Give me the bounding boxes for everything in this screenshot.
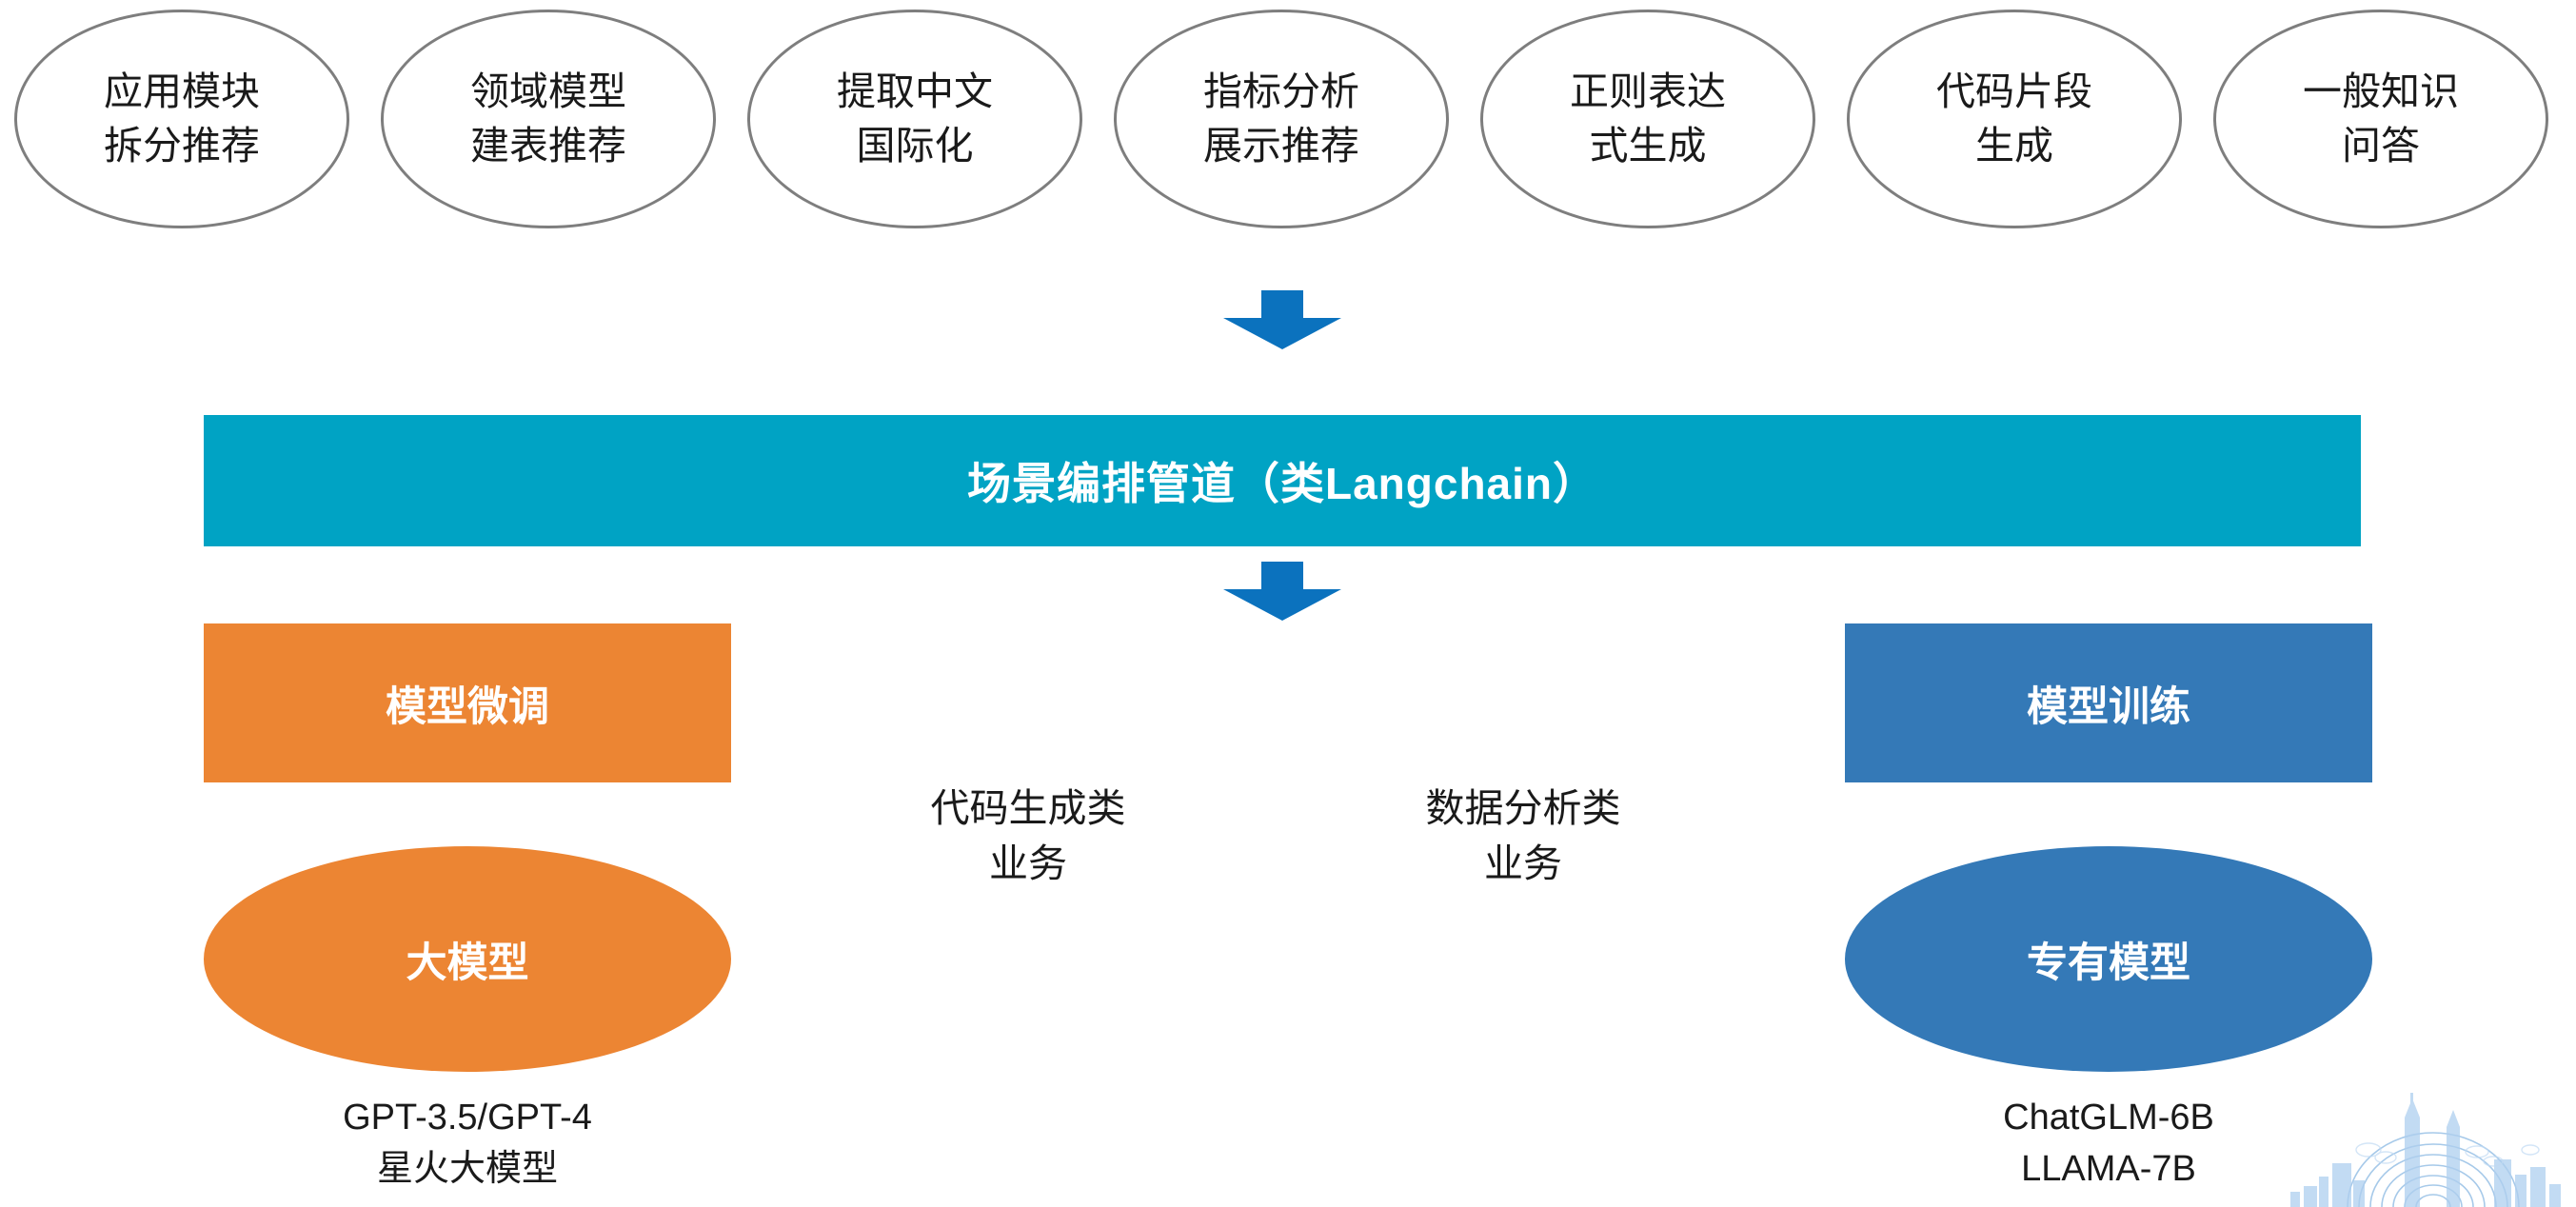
scenario-label-line1: 提取中文	[837, 69, 993, 114]
scenario-label-line2: 问答	[2342, 124, 2420, 168]
model-name-item: LLAMA-7B	[2021, 1148, 2196, 1189]
model-ellipse-label: 专有模型	[2027, 940, 2190, 986]
pipeline-banner-label: 场景编排管道（类Langchain）	[966, 459, 1598, 508]
scenario-label-line2: 生成	[1975, 124, 2053, 168]
scenario-ellipse-code-snippet[interactable]: 代码片段 生成	[1847, 10, 2182, 228]
scenario-label-line1: 指标分析	[1203, 69, 1359, 114]
model-ellipse-label: 大模型	[406, 940, 529, 986]
stage-box-model-training[interactable]: 模型训练	[1845, 623, 2372, 782]
scenario-label-line1: 一般知识	[2303, 69, 2459, 114]
model-name-item: ChatGLM-6B	[2003, 1098, 2214, 1138]
stage-box-model-finetune[interactable]: 模型微调	[204, 623, 731, 782]
scenario-label-line2: 拆分推荐	[104, 124, 260, 168]
scenario-ellipse-app-module-split[interactable]: 应用模块 拆分推荐	[14, 10, 349, 228]
model-ellipse-private-model[interactable]: 专有模型	[1845, 846, 2372, 1072]
arrow-down-icon-to-models	[1223, 562, 1341, 621]
pipeline-banner[interactable]: 场景编排管道（类Langchain）	[204, 415, 2361, 546]
scenario-label-line1: 代码片段	[1936, 69, 2092, 114]
scenario-ellipse-regex-generation[interactable]: 正则表达 式生成	[1480, 10, 1815, 228]
model-name-list-finetune: GPT-3.5/GPT-4 星火大模型	[204, 1093, 731, 1196]
arrow-down-icon-to-pipeline	[1223, 290, 1341, 349]
business-caption-line2: 业务	[989, 841, 1067, 886]
business-caption-line2: 业务	[1484, 841, 1562, 886]
scenario-ellipse-domain-model-table[interactable]: 领域模型 建表推荐	[381, 10, 716, 228]
business-caption-code-generation: 代码生成类 业务	[828, 781, 1228, 891]
scenario-label-line2: 展示推荐	[1203, 124, 1359, 168]
model-name-item: GPT-3.5/GPT-4	[343, 1098, 592, 1138]
stage-box-label: 模型微调	[386, 683, 549, 730]
scenario-label-line2: 式生成	[1589, 124, 1707, 168]
business-caption-data-analysis: 数据分析类 业务	[1323, 781, 1723, 891]
scenario-ellipse-general-qa[interactable]: 一般知识 问答	[2213, 10, 2548, 228]
scenario-label-line1: 应用模块	[104, 69, 260, 114]
scenario-label-line2: 建表推荐	[470, 124, 626, 168]
scenario-ellipse-row: 应用模块 拆分推荐 领域模型 建表推荐 提取中文 国际化 指标分析 展示推荐 正…	[0, 0, 2576, 240]
scenario-ellipse-metric-analysis[interactable]: 指标分析 展示推荐	[1114, 10, 1449, 228]
model-ellipse-large-model[interactable]: 大模型	[204, 846, 731, 1072]
scenario-label-line2: 国际化	[856, 124, 974, 168]
scenario-ellipse-chinese-i18n[interactable]: 提取中文 国际化	[747, 10, 1082, 228]
business-caption-line1: 数据分析类	[1425, 786, 1621, 830]
scenario-label-line1: 正则表达	[1570, 69, 1726, 114]
scenario-label-line1: 领域模型	[470, 69, 626, 114]
business-caption-line1: 代码生成类	[930, 786, 1126, 830]
model-name-item: 星火大模型	[376, 1148, 558, 1189]
stage-box-label: 模型训练	[2027, 683, 2190, 730]
model-name-list-training: ChatGLM-6B LLAMA-7B	[1845, 1093, 2372, 1196]
